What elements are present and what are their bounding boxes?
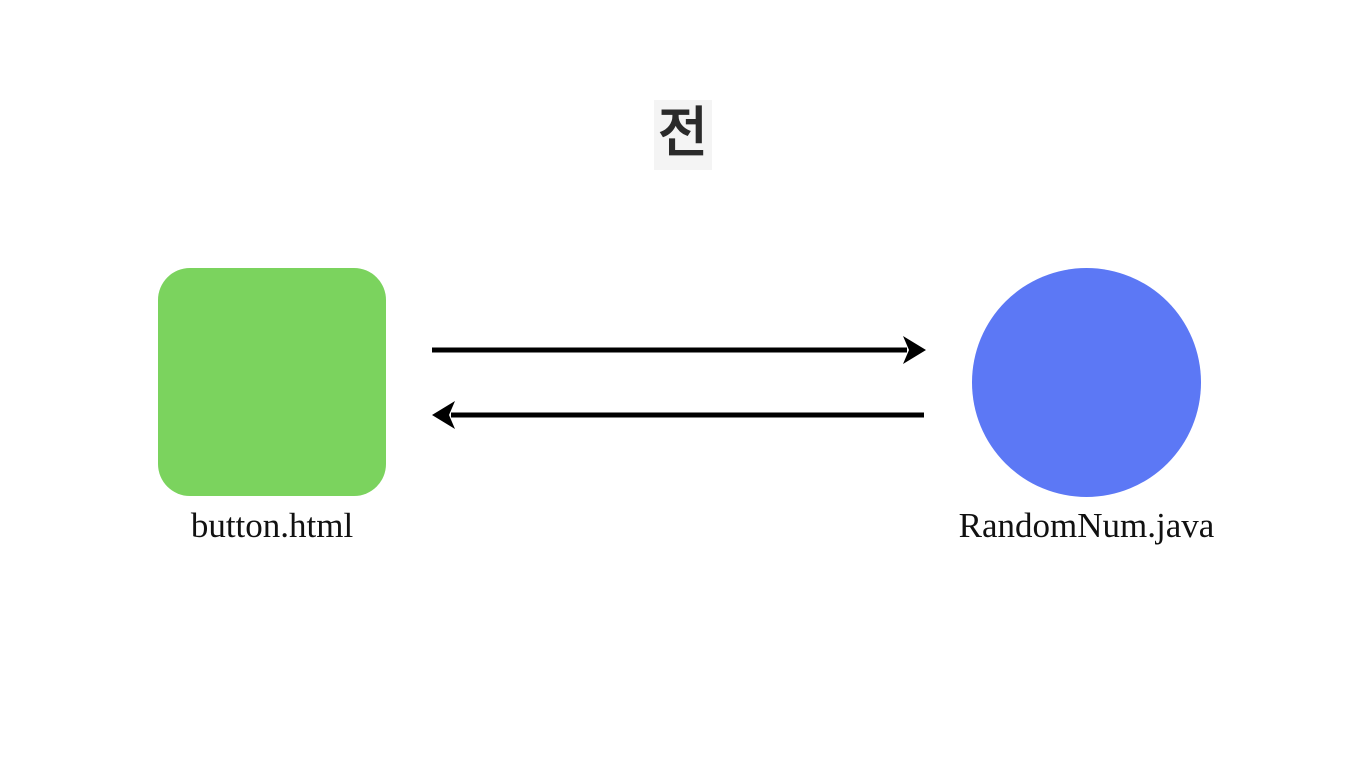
node-randomnum-java[interactable]: RandomNum.java: [959, 268, 1214, 545]
response-arrow[interactable]: [432, 401, 924, 429]
page-title: 전: [654, 100, 712, 170]
node-button-html[interactable]: button.html: [158, 268, 386, 545]
node-button-html-label: button.html: [190, 506, 354, 545]
request-arrow[interactable]: [432, 336, 926, 364]
green-rounded-square-shape: [158, 268, 386, 496]
response-arrow-head-icon: [432, 401, 455, 429]
node-randomnum-java-label: RandomNum.java: [958, 506, 1215, 545]
request-arrow-head-icon: [903, 336, 926, 364]
blue-circle-shape: [972, 268, 1201, 497]
diagram-title: 전: [0, 100, 1366, 170]
